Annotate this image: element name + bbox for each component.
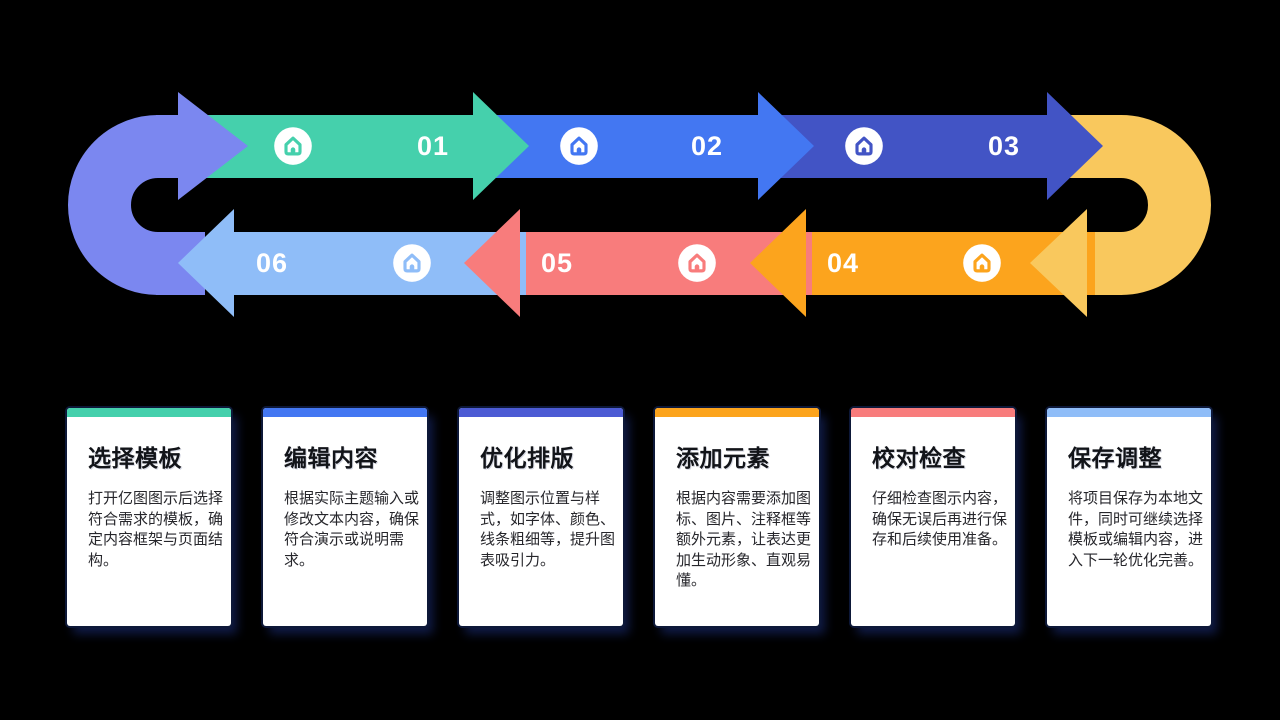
flow-arrowhead-01 xyxy=(473,92,529,200)
home-icon xyxy=(961,242,1003,284)
card-title: 保存调整 xyxy=(1068,445,1162,471)
step-number-04: 04 xyxy=(826,248,860,278)
flow-segment-03 xyxy=(772,115,1047,178)
card-step-1: 选择模板 打开亿图图示后选择符合需求的模板，确定内容框架与页面结构。 xyxy=(67,408,231,626)
card-step-5: 校对检查 仔细检查图示内容，确保无误后再进行保存和后续使用准备。 xyxy=(851,408,1015,626)
step-number-02: 02 xyxy=(690,131,724,161)
flow-arrowhead-06 xyxy=(178,209,234,317)
card-step-2: 编辑内容 根据实际主题输入或修改文本内容，确保符合演示或说明需求。 xyxy=(263,408,427,626)
flow-arrowhead-02 xyxy=(758,92,814,200)
card-accent-bar xyxy=(851,408,1015,417)
home-icon xyxy=(843,125,885,167)
card-title: 校对检查 xyxy=(872,445,966,471)
card-accent-bar xyxy=(1047,408,1211,417)
card-accent-bar xyxy=(459,408,623,417)
card-description: 根据内容需要添加图标、图片、注释框等额外元素，让表达更加生动形象、直观易懂。 xyxy=(676,490,812,589)
home-icon xyxy=(558,125,600,167)
card-description: 根据实际主题输入或修改文本内容，确保符合演示或说明需求。 xyxy=(284,490,420,569)
home-icon xyxy=(391,242,433,284)
left-curve-arrowhead xyxy=(178,92,248,200)
card-step-3: 优化排版 调整图示位置与样式，如字体、颜色、线条粗细等，提升图表吸引力。 xyxy=(459,408,623,626)
card-description: 将项目保存为本地文件，同时可继续选择模板或编辑内容，进入下一轮优化完善。 xyxy=(1068,490,1204,569)
card-accent-bar xyxy=(655,408,819,417)
card-accent-bar xyxy=(263,408,427,417)
loop-flow-diagram: 01 02 03 04 05 06 xyxy=(68,92,1211,317)
card-title: 选择模板 xyxy=(88,445,182,471)
flow-arrowhead-04 xyxy=(750,209,806,317)
step-number-03: 03 xyxy=(987,131,1021,161)
flow-segment-02 xyxy=(490,115,758,178)
step-number-06: 06 xyxy=(255,248,289,278)
home-icon xyxy=(676,242,718,284)
card-description: 调整图示位置与样式，如字体、颜色、线条粗细等，提升图表吸引力。 xyxy=(480,490,616,569)
card-title: 添加元素 xyxy=(676,445,770,471)
card-title: 编辑内容 xyxy=(284,445,378,471)
flow-arrowhead-03 xyxy=(1047,92,1103,200)
card-step-6: 保存调整 将项目保存为本地文件，同时可继续选择模板或编辑内容，进入下一轮优化完善… xyxy=(1047,408,1211,626)
step-number-01: 01 xyxy=(416,131,450,161)
step-cards: 选择模板 打开亿图图示后选择符合需求的模板，确定内容框架与页面结构。 编辑内容 … xyxy=(67,408,1211,626)
card-title: 优化排版 xyxy=(480,445,574,471)
card-accent-bar xyxy=(67,408,231,417)
card-step-4: 添加元素 根据内容需要添加图标、图片、注释框等额外元素，让表达更加生动形象、直观… xyxy=(655,408,819,626)
flow-arrowhead-05 xyxy=(464,209,520,317)
right-curve-arrowhead xyxy=(1030,209,1087,317)
home-icon xyxy=(272,125,314,167)
card-description: 打开亿图图示后选择符合需求的模板，确定内容框架与页面结构。 xyxy=(88,490,224,569)
step-number-05: 05 xyxy=(540,248,574,278)
card-description: 仔细检查图示内容，确保无误后再进行保存和后续使用准备。 xyxy=(872,490,1008,548)
